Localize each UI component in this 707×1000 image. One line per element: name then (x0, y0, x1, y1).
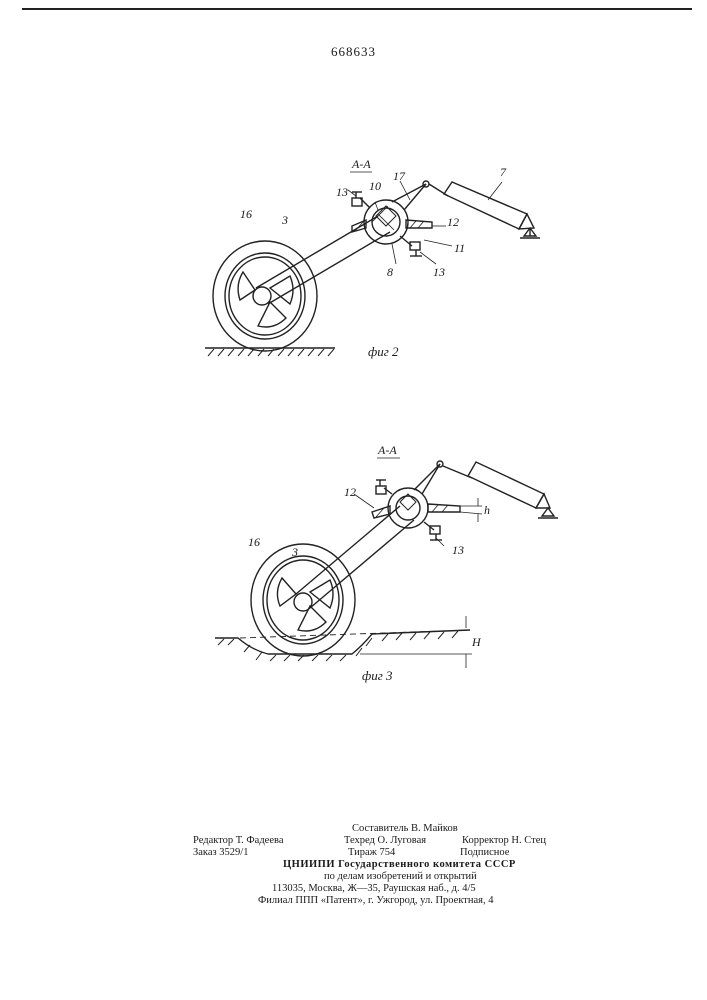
fig2-link (392, 181, 429, 210)
fig2-label-10: 10 (369, 179, 381, 193)
fig2-section-label: A-A (351, 157, 371, 171)
fig3-label-12: 12 (344, 485, 356, 499)
fig3-leaders (354, 494, 444, 546)
fig2-label-17: 17 (393, 169, 406, 183)
fig2-caption: фиг 2 (368, 344, 399, 359)
fig3-wheel (251, 544, 355, 656)
fig3-label-H: H (471, 635, 482, 649)
fig2-cylinder (429, 182, 540, 238)
fig3-label-16: 16 (248, 535, 260, 549)
fig3-bolt-lower (424, 522, 442, 540)
fig2-wheel (213, 241, 317, 351)
fig2-label-16: 16 (240, 207, 252, 221)
fig2-label-7: 7 (500, 165, 507, 179)
fig3-plate (372, 504, 460, 518)
fig2-label-3: 3 (281, 213, 288, 227)
fig2-label-8: 8 (387, 265, 393, 279)
fig3-ground-hatch (218, 631, 458, 661)
fig2-bolt-upper (352, 192, 370, 208)
fig3-label-3: 3 (291, 545, 298, 559)
fig3-link (414, 461, 443, 494)
imprint-branch: Филиал ППП «Патент», г. Ужгород, ул. Про… (258, 894, 493, 907)
fig3-caption: фиг 3 (362, 668, 393, 683)
fig3-dimension-h (460, 498, 482, 522)
fig3-ground-profile (215, 630, 470, 654)
fig2-arm (256, 216, 390, 304)
fig2-label-12: 12 (447, 215, 459, 229)
fig3-section-label: A-A (377, 443, 397, 457)
fig2-label-11: 11 (454, 241, 465, 255)
fig2-bolt-lower (400, 236, 422, 256)
fig2-label-13-lower: 13 (433, 265, 445, 279)
imprint-order: Заказ 3529/1 (193, 846, 248, 859)
fig3-label-13: 13 (452, 543, 464, 557)
fig3-dimension-H (360, 616, 472, 668)
fig2-label-13-upper: 13 (336, 185, 348, 199)
fig3-bolt-upper (376, 480, 392, 494)
fig3-label-h: h (484, 503, 490, 517)
